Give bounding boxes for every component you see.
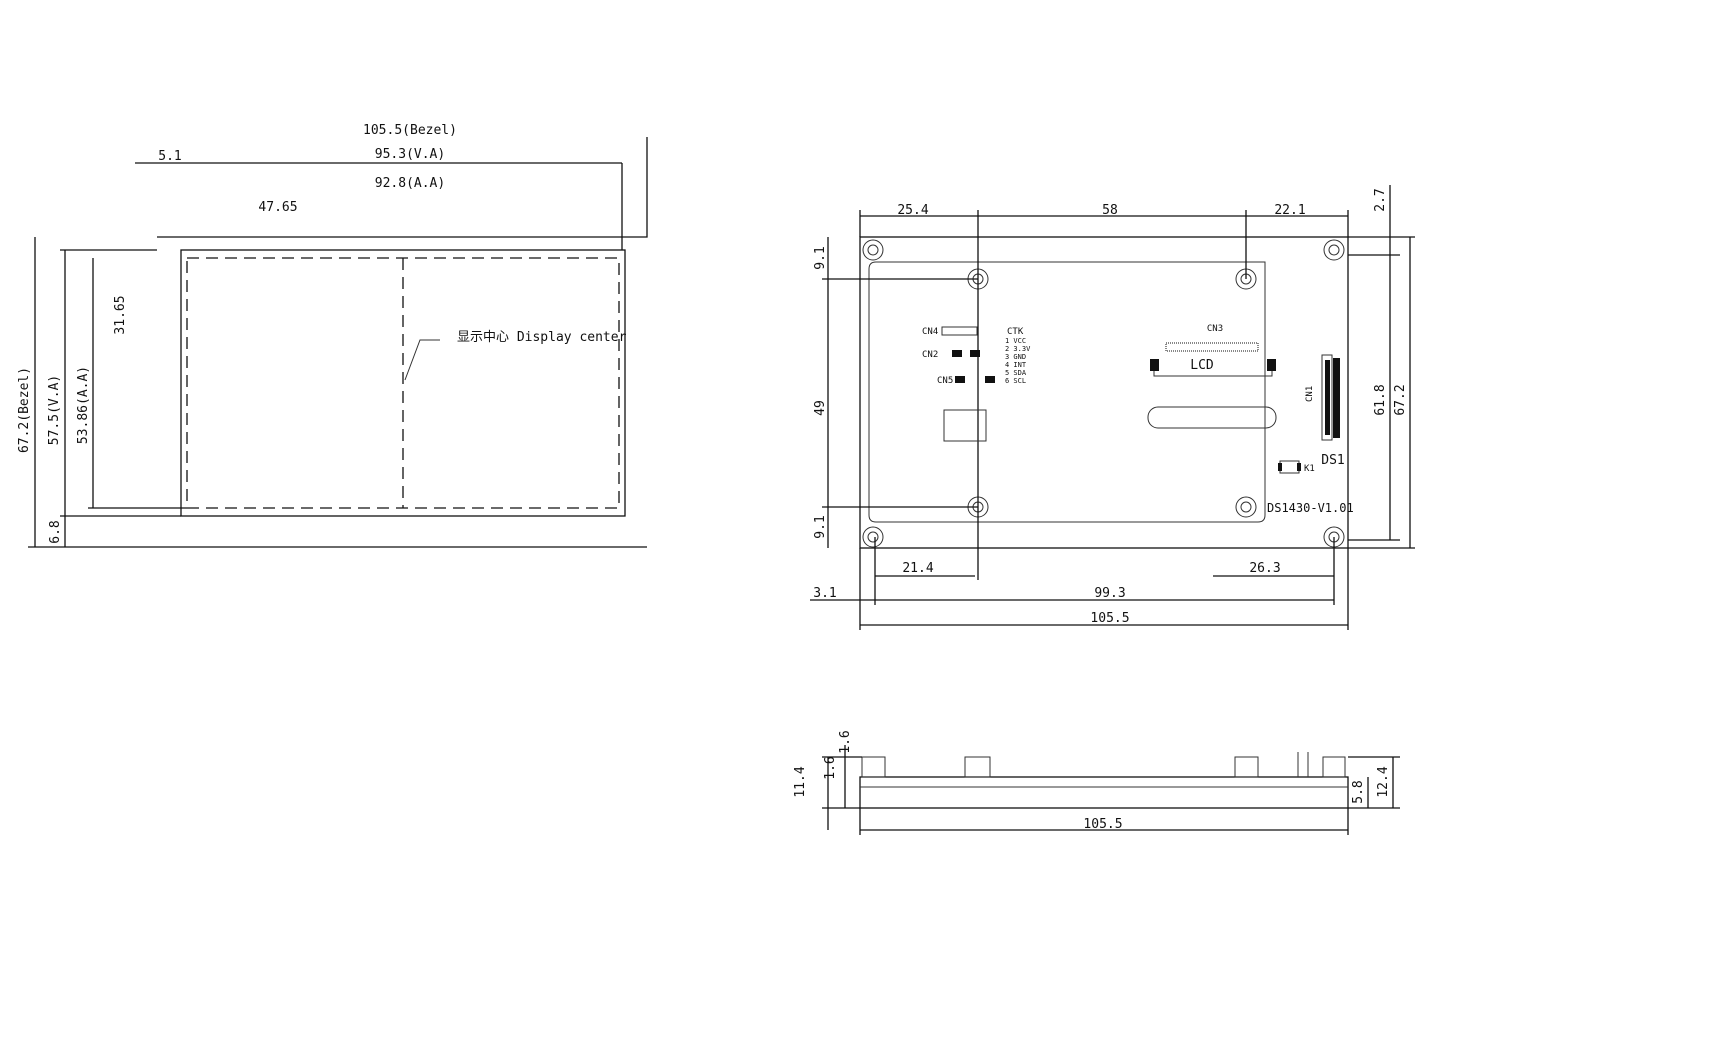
board-version: DS1430-V1.01 xyxy=(1267,501,1354,515)
ctk-pin-list: 1 VCC 2 3.3V 3 GND 4 INT 5 SDA 6 SCL xyxy=(1005,337,1031,385)
dim-bottom-left-hole: 21.4 xyxy=(902,561,933,576)
dim-total-width: 105.5 xyxy=(1090,611,1129,626)
dim-center-y: 31.65 xyxy=(113,295,128,334)
dim-top-margin: 2.7 xyxy=(1373,188,1388,211)
dim-bottom-offset: 6.8 xyxy=(48,520,63,543)
dim-bottom-right-hole: 26.3 xyxy=(1249,561,1280,576)
svg-text:LCD: LCD xyxy=(1190,358,1214,373)
svg-text:3 GND: 3 GND xyxy=(1005,353,1026,361)
lcd-connector: LCD xyxy=(1150,342,1276,377)
svg-text:2 3.3V: 2 3.3V xyxy=(1005,345,1031,353)
side-dim-width: 105.5 xyxy=(1083,817,1122,832)
dim-bezel-width: 105.5(Bezel) xyxy=(363,123,457,138)
svg-text:DS1: DS1 xyxy=(1321,453,1344,468)
dim-top-2: 22.1 xyxy=(1274,203,1305,218)
top-view: 25.4 58 22.1 2.7 9.1 49 9.1 61.8 67.2 21… xyxy=(810,185,1415,630)
svg-text:CN5: CN5 xyxy=(937,376,953,386)
side-board xyxy=(859,776,1349,809)
dim-aa-width: 92.8(A.A) xyxy=(375,176,445,191)
dim-left-0: 9.1 xyxy=(813,246,828,269)
center-label: 显示中心 Display center xyxy=(457,330,627,345)
center-leader xyxy=(404,339,440,381)
dim-bezel-height: 67.2(Bezel) xyxy=(17,367,32,453)
svg-text:5 SDA: 5 SDA xyxy=(1005,369,1027,377)
connector-cn5: CN5 xyxy=(937,376,995,386)
pcb-inner-outline xyxy=(868,261,1266,523)
side-dim-right-0: 5.8 xyxy=(1351,780,1366,803)
dim-aa-height: 53.86(A.A) xyxy=(76,366,91,444)
side-dim-right-1: 12.4 xyxy=(1376,766,1391,797)
dim-bottom-edge: 3.1 xyxy=(813,586,836,601)
svg-text:CN2: CN2 xyxy=(922,350,938,360)
view-area-rect xyxy=(180,249,626,517)
dim-va-width: 95.3(V.A) xyxy=(375,147,445,162)
pcb-outline xyxy=(859,236,1349,549)
side-dim-left-0: 11.4 xyxy=(793,766,808,797)
front-view: 显示中心 Display center 105.5(Bezel) 5.1 95.… xyxy=(17,123,648,548)
svg-text:6 SCL: 6 SCL xyxy=(1005,377,1026,385)
svg-text:CN1: CN1 xyxy=(1305,386,1315,402)
svg-text:4 INT: 4 INT xyxy=(1005,361,1027,369)
dim-top-0: 25.4 xyxy=(897,203,928,218)
connector-cn1: CN1 DS1 xyxy=(1305,354,1345,468)
dim-hole-span: 99.3 xyxy=(1094,586,1125,601)
svg-text:K1: K1 xyxy=(1304,464,1315,474)
side-component xyxy=(1234,756,1259,778)
dim-left-2: 9.1 xyxy=(813,515,828,538)
dim-center-x: 47.65 xyxy=(258,200,297,215)
side-view: 105.5 11.4 1.6 1.6 5.8 12.4 xyxy=(793,730,1400,835)
side-dim-left-2: 1.6 xyxy=(838,730,853,753)
side-dim-left-1: 1.6 xyxy=(823,756,838,779)
dim-left-1: 49 xyxy=(813,400,828,416)
dim-va-height: 57.5(V.A) xyxy=(47,375,62,445)
chip-square xyxy=(943,409,987,442)
connector-cn2: CN2 xyxy=(922,350,980,360)
ctk-label: CTK xyxy=(1007,327,1024,337)
side-component xyxy=(861,756,886,778)
dim-top-1: 58 xyxy=(1102,203,1118,218)
dim-right-0: 61.8 xyxy=(1373,384,1388,415)
svg-text:1 VCC: 1 VCC xyxy=(1005,337,1026,345)
dim-offset: 5.1 xyxy=(158,149,181,164)
side-component xyxy=(1322,756,1346,778)
cn3-label: CN3 xyxy=(1207,324,1223,334)
svg-text:CN4: CN4 xyxy=(922,327,938,337)
side-component xyxy=(964,756,991,778)
oval-slot xyxy=(1147,406,1277,429)
connector-cn4: CN4 xyxy=(922,326,978,337)
bezel-outline xyxy=(157,137,648,238)
dim-right-1: 67.2 xyxy=(1393,384,1408,415)
button-k1: K1 xyxy=(1278,460,1315,474)
